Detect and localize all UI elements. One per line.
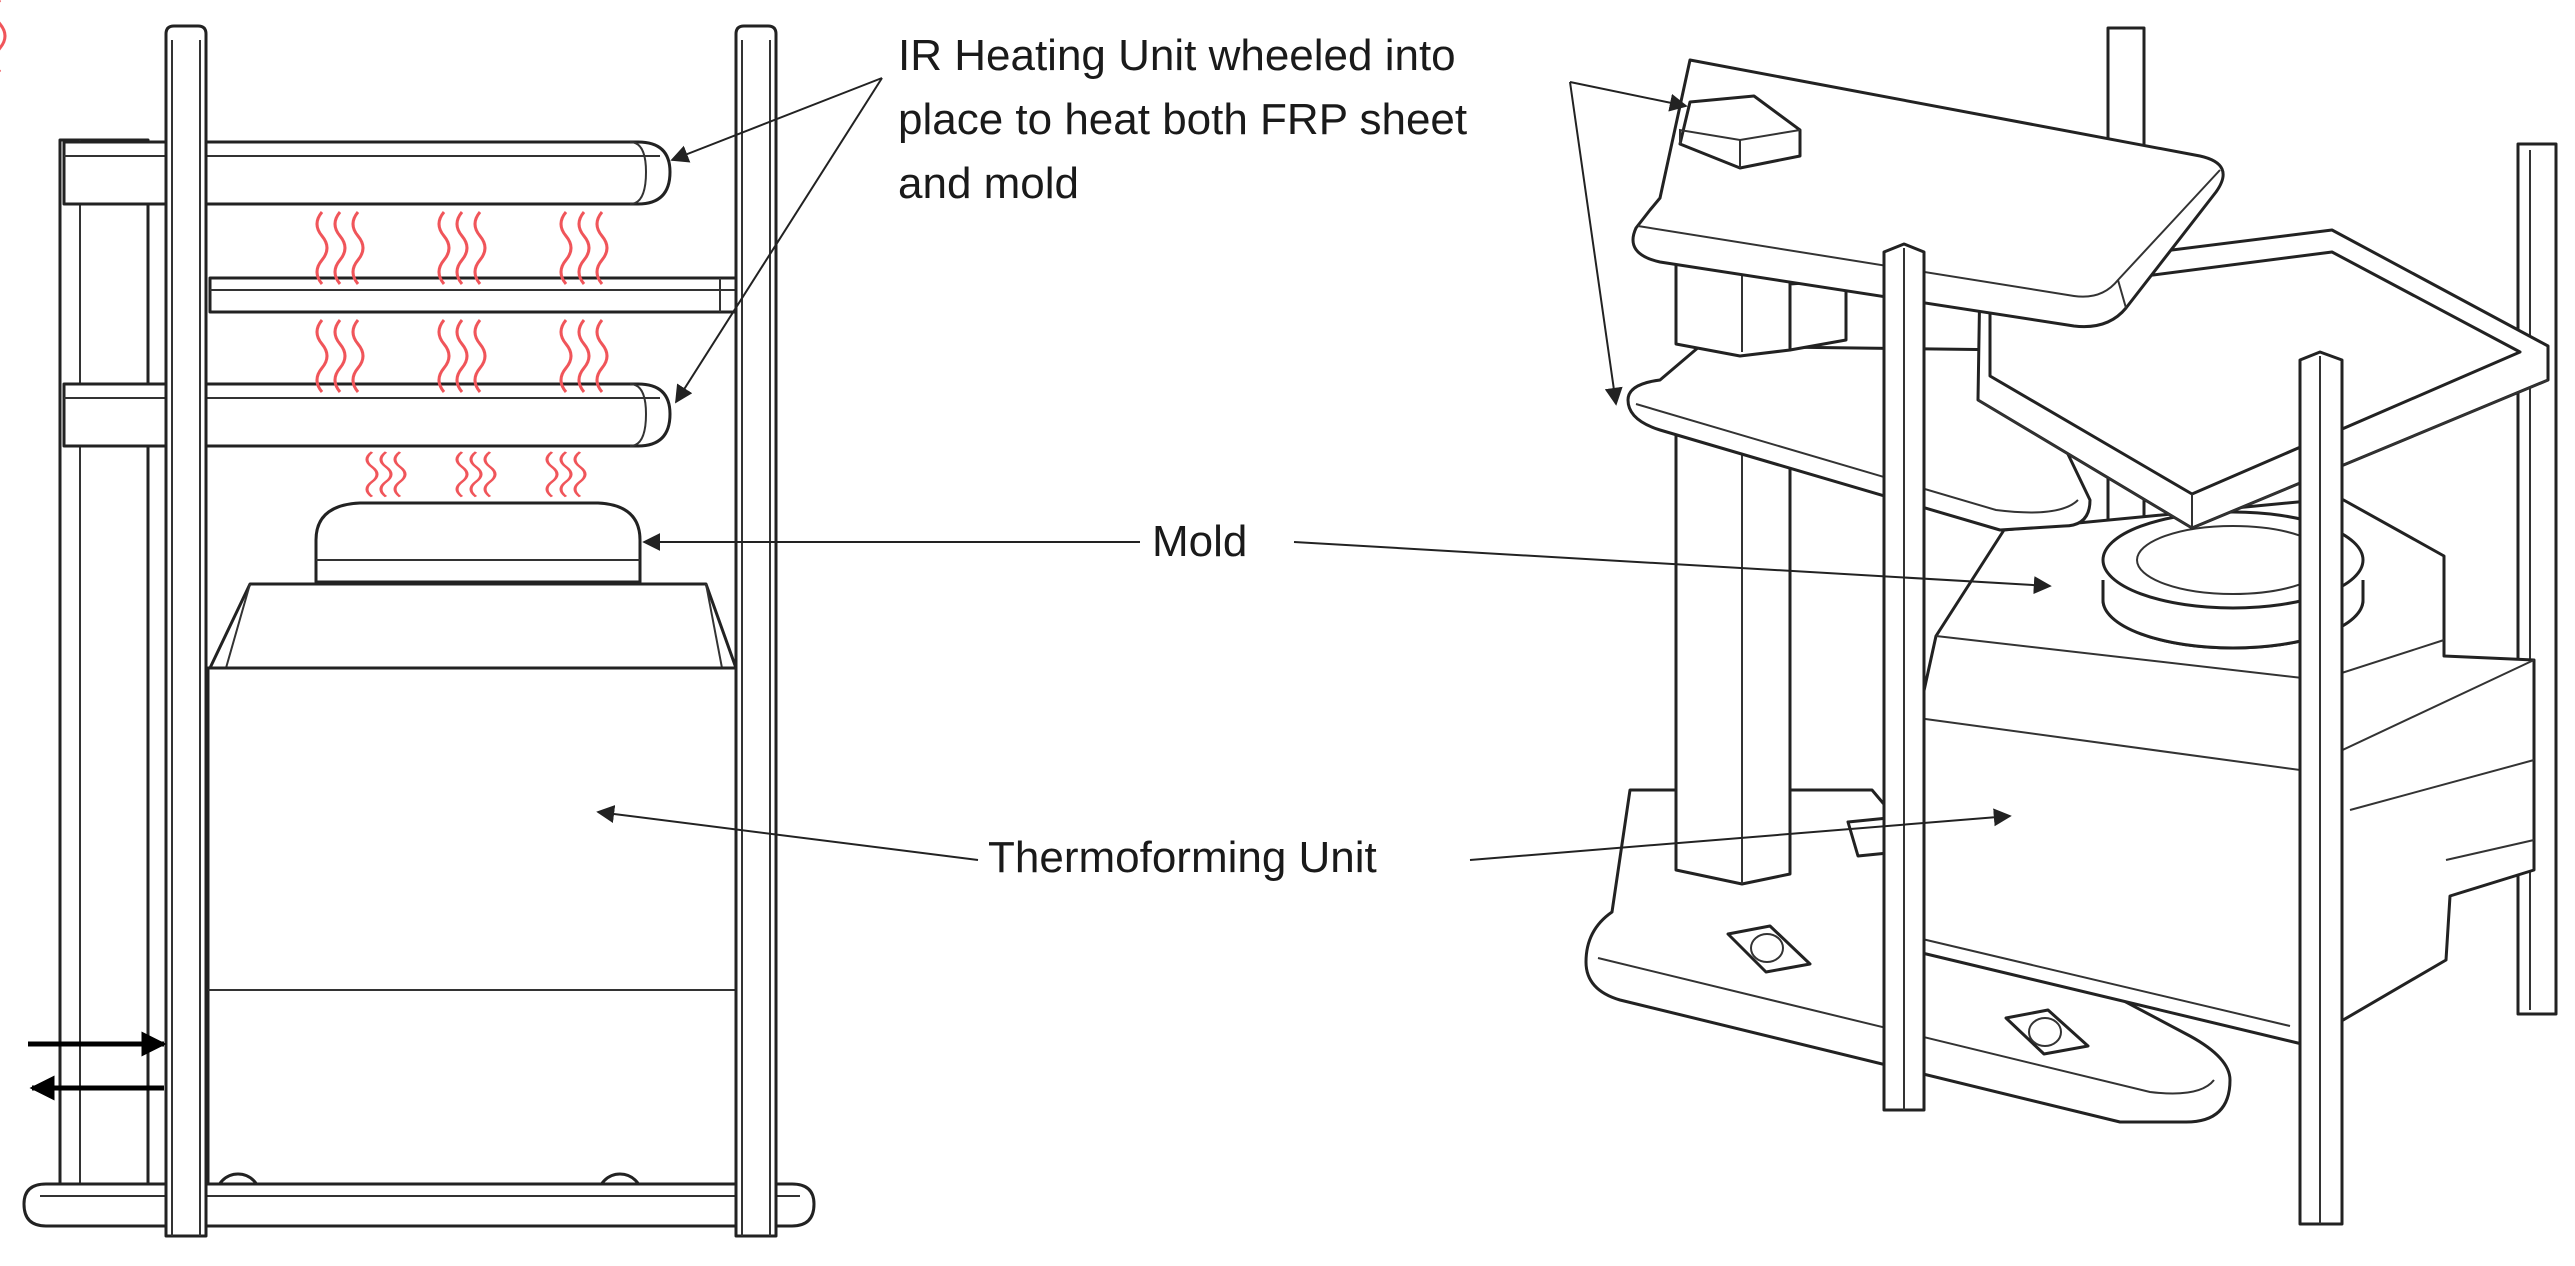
- iso-ir-panel-bottom: [1626, 344, 2092, 532]
- heat-waves-icon: [0, 0, 609, 499]
- iso-mold: [2101, 510, 2365, 650]
- front-base-rail: [22, 1182, 816, 1228]
- double-horizontal-arrows-icon: [28, 1031, 167, 1101]
- thermoforming-unit-label: Thermoforming Unit: [988, 833, 1377, 882]
- front-thermoforming-unit: [206, 582, 740, 1200]
- iso-back-post-right: [2516, 142, 2558, 1016]
- iso-support-column: [1674, 402, 1792, 886]
- mold-label: Mold: [1152, 517, 1248, 566]
- front-ir-panel-bottom: [62, 382, 672, 448]
- ir-heating-unit-label-line: place to heat both FRP sheet: [898, 95, 1468, 144]
- iso-ir-panel-top: [1631, 58, 2225, 329]
- front-mold: [314, 501, 642, 584]
- front-back-column: [58, 138, 150, 1192]
- leader-lines: [596, 77, 2052, 861]
- ir-heating-unit-label-line: IR Heating Unit wheeled into: [898, 31, 1456, 80]
- ir-heating-unit-label: IR Heating Unit wheeled into place to he…: [898, 24, 1467, 216]
- ir-heating-unit-label-line: and mold: [898, 159, 1080, 208]
- isometric-view: [1584, 26, 2558, 1226]
- front-frp-sheet: [208, 276, 742, 314]
- front-view: [0, 0, 816, 1238]
- front-frame-posts: [164, 24, 778, 1238]
- iso-front-posts: [1882, 242, 2344, 1226]
- front-ir-panel-top: [62, 140, 672, 206]
